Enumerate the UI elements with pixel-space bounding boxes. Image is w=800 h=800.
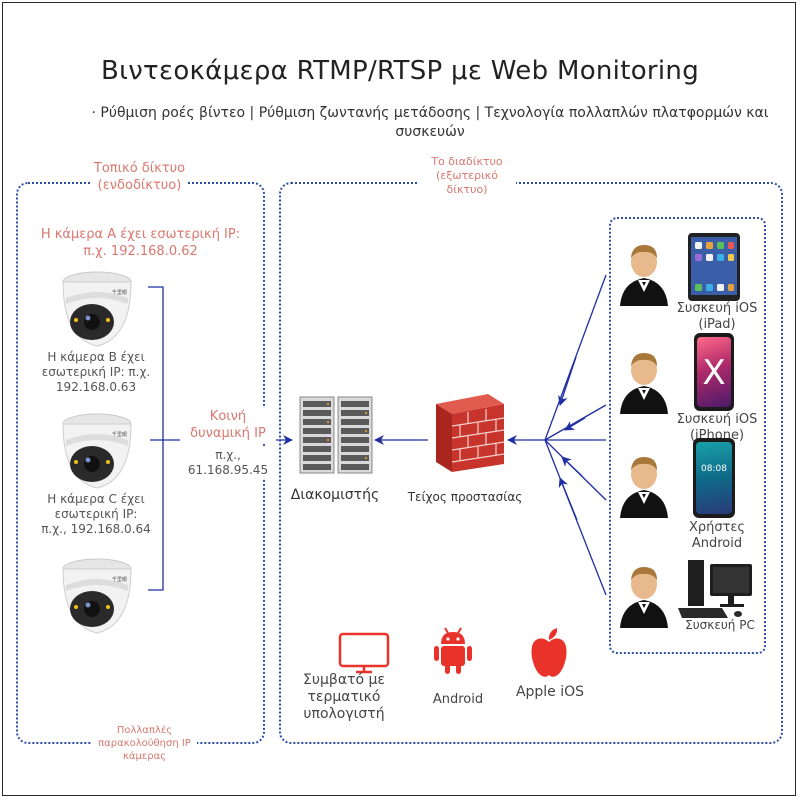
page-subtitle: · Ρύθμιση ροές βίντεο | Ρύθμιση ζωντανής… bbox=[91, 105, 769, 137]
terminal-compat-label: Συμβατό με τερματικό υπολογιστή bbox=[303, 672, 385, 722]
firewall-label: Τείχος προστασίας bbox=[407, 490, 523, 504]
svg-text:千里眼: 千里眼 bbox=[112, 289, 127, 296]
user-4-label: Συσκευή PC bbox=[685, 618, 755, 632]
svg-text:千里眼: 千里眼 bbox=[112, 431, 127, 438]
android-phone-clock: 08:08 bbox=[701, 464, 727, 474]
camera-a-icon: 千里眼 bbox=[62, 271, 132, 347]
iphone-icon: X bbox=[694, 333, 734, 411]
camera-a-label: Η κάμερα Α έχει εσωτερική IP: π.χ. 192.1… bbox=[40, 227, 241, 259]
ipad-icon bbox=[688, 233, 740, 301]
page-title: Βιντεοκάμερα RTMP/RTSP με Web Monitoring bbox=[100, 56, 699, 86]
local-network-label: Τοπικό δίκτυο (ενδοδίκτυο) bbox=[92, 160, 187, 194]
internet-zone bbox=[279, 182, 783, 744]
svg-text:千里眼: 千里眼 bbox=[112, 576, 127, 583]
server-icon bbox=[299, 396, 373, 474]
ios-label: Apple iOS bbox=[515, 684, 585, 700]
iphone-screen-x: X bbox=[702, 353, 726, 393]
public-ip-value: π.χ., 61.168.95.45 bbox=[180, 448, 276, 478]
internet-label: Το διαδίκτυο (εξωτερικό δίκτυο) bbox=[418, 155, 516, 197]
monitor-icon bbox=[338, 632, 390, 674]
user-1-label: Συσκευή iOS (iPad) bbox=[672, 301, 762, 333]
android-icon bbox=[434, 627, 472, 674]
server-label: Διακομιστής bbox=[290, 487, 380, 503]
user-avatar-1 bbox=[620, 245, 668, 306]
camera-b-icon: 千里眼 bbox=[62, 413, 132, 489]
users-zone bbox=[609, 217, 766, 654]
footer-label: Πολλαπλές παρακολούθηση IP κάμερας bbox=[92, 724, 197, 763]
camera-c-label: Η κάμερα C έχει εσωτερική IP: π.χ., 192.… bbox=[41, 492, 151, 536]
user-avatar-4 bbox=[620, 567, 668, 628]
user-avatar-3 bbox=[620, 457, 668, 518]
user-3-label: Χρήστες Android bbox=[672, 520, 762, 552]
apple-icon bbox=[531, 628, 567, 677]
pc-icon bbox=[678, 560, 752, 618]
camera-b-label: Η κάμερα Β έχει εσωτερική IP: π.χ. 192.1… bbox=[41, 350, 151, 394]
android-phone-icon: 08:08 bbox=[693, 438, 735, 518]
camera-c-icon: 千里眼 bbox=[62, 558, 132, 634]
firewall-icon bbox=[436, 394, 505, 472]
public-ip-title: Κοινή δυναμική IP bbox=[180, 408, 276, 442]
android-label: Android bbox=[432, 692, 484, 707]
user-avatar-2 bbox=[620, 353, 668, 414]
